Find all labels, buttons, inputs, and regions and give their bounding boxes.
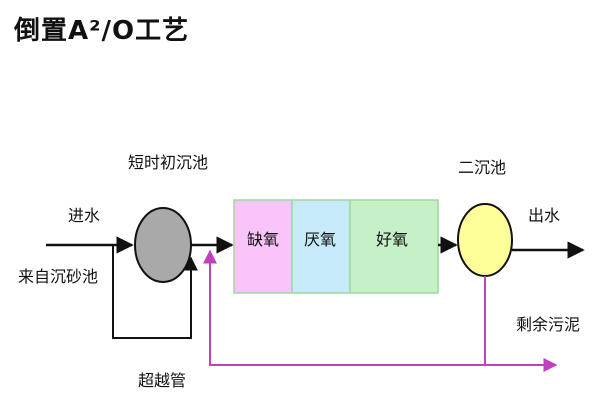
excess-sludge-label: 剩余污泥 (516, 315, 580, 334)
bypass-pipe (112, 245, 198, 339)
page-title: 倒置A²/O工艺 (14, 16, 190, 46)
bypass-label: 超越管 (138, 371, 186, 390)
secondary-clarifier (457, 203, 513, 277)
anoxic-zone (233, 199, 293, 294)
anaerobic-label: 厌氧 (304, 230, 336, 249)
from-grit-label: 来自沉砂池 (18, 267, 98, 286)
outflow-label: 出水 (528, 206, 560, 225)
anoxic-label: 缺氧 (247, 230, 279, 249)
aerobic-zone (349, 199, 439, 294)
primary-clarifier-label: 短时初沉池 (128, 153, 208, 172)
return-sludge-line (203, 249, 485, 366)
primary-clarifier (134, 207, 192, 283)
secondary-clarifier-label: 二沉池 (458, 158, 506, 177)
inflow-label: 进水 (68, 206, 100, 225)
aerobic-label: 好氧 (376, 230, 408, 249)
